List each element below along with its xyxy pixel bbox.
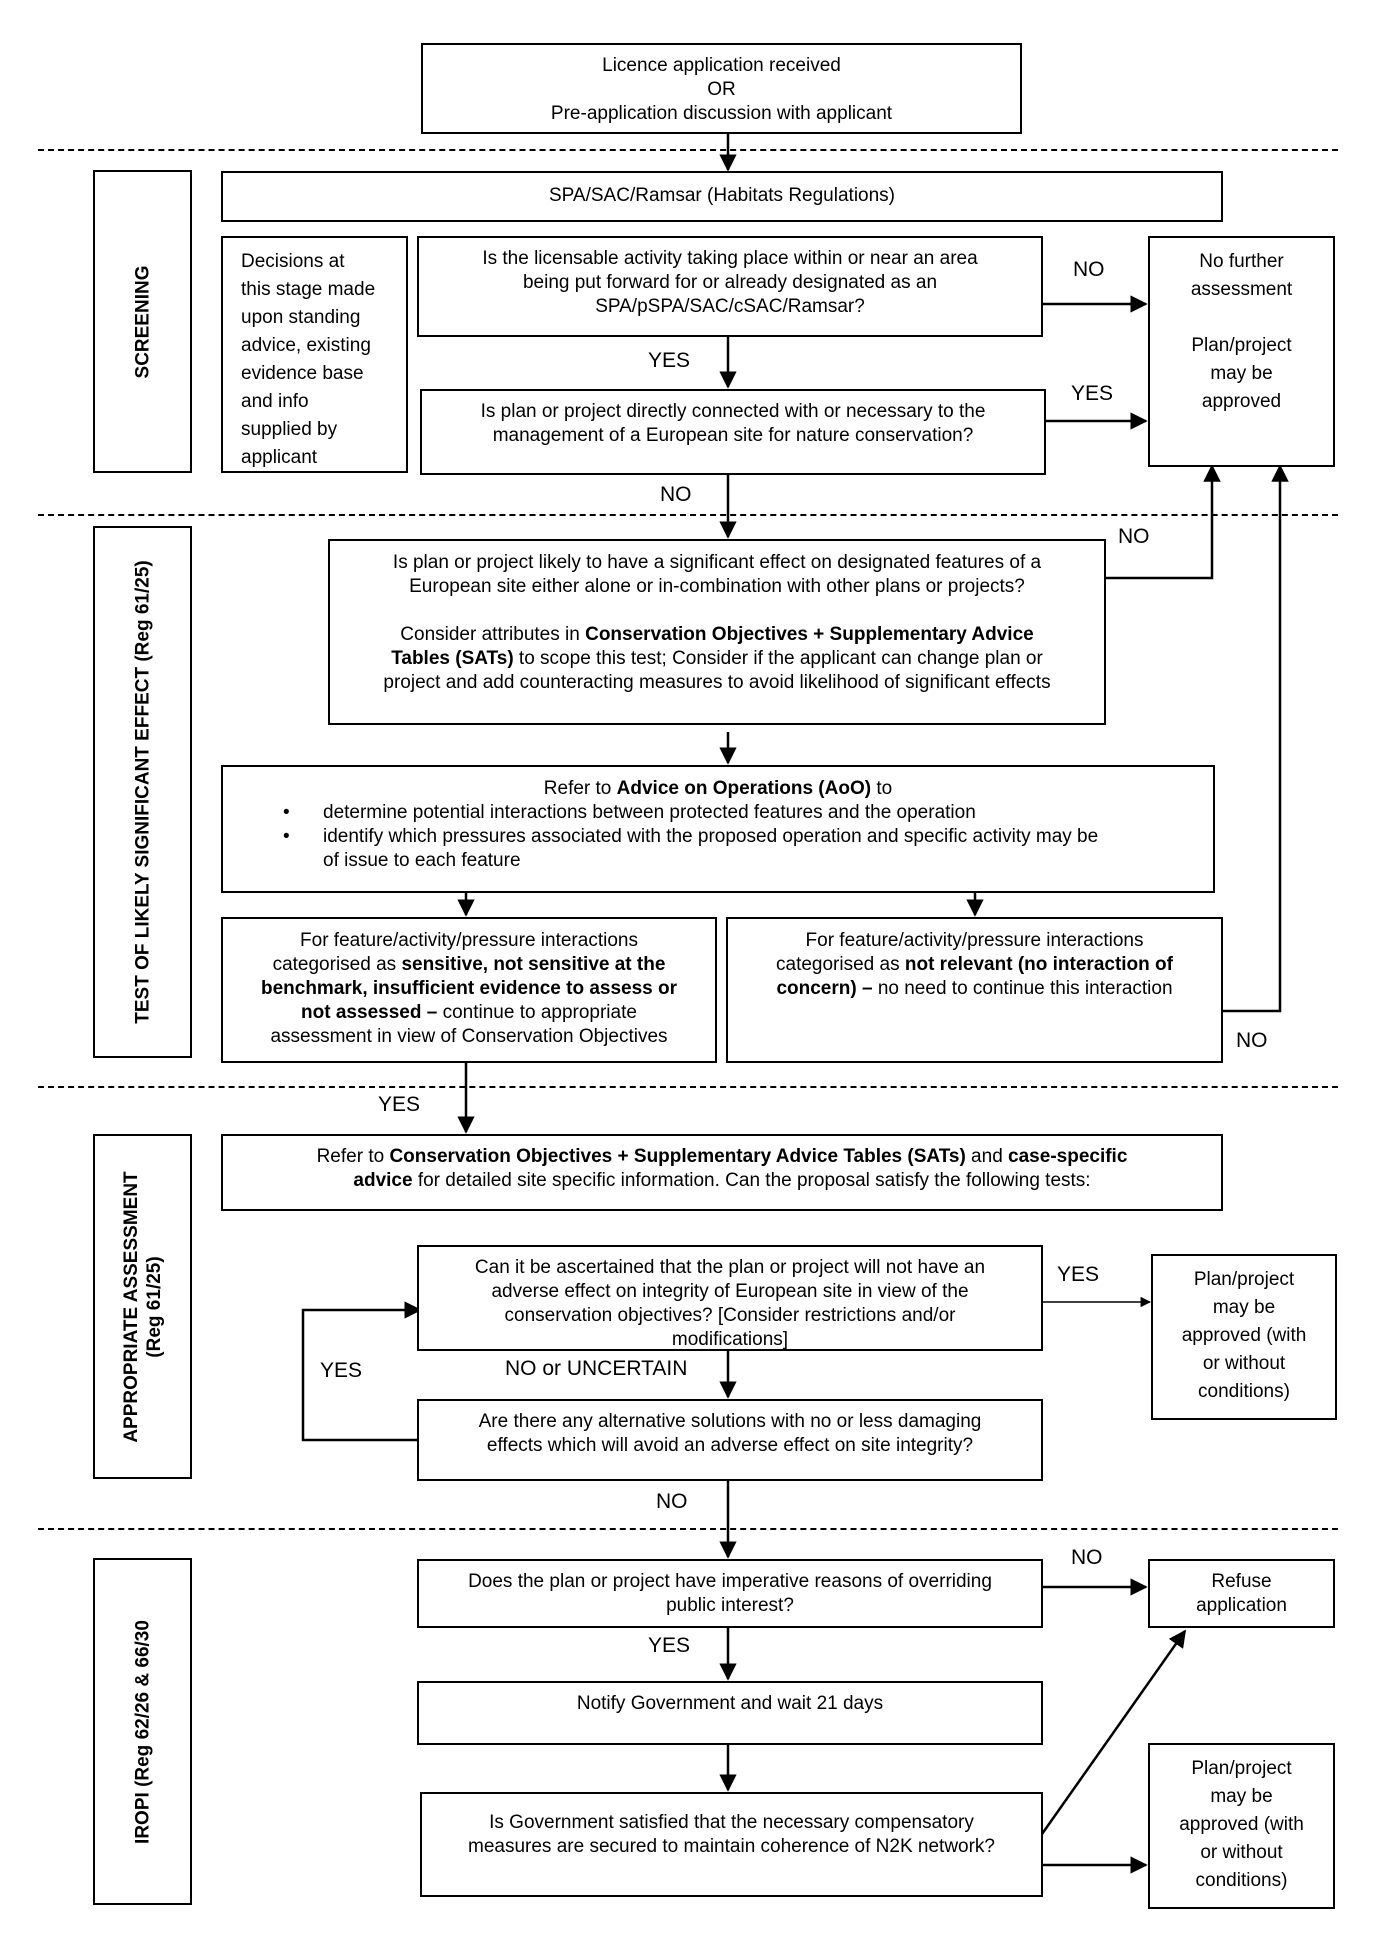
aoo-bullet-1: determine potential interactions between… (283, 801, 1213, 825)
advice-on-operations-box: Refer to Advice on Operations (AoO) to d… (221, 765, 1215, 893)
start-box: Licence application received OR Pre-appl… (421, 43, 1022, 134)
iropi-question-text: Does the plan or project have imperative… (468, 1571, 992, 1616)
connected-question-text: Is plan or project directly connected wi… (480, 401, 986, 446)
approved-with-conditions-text-1: Plan/project may be approved (with or wi… (1181, 1269, 1307, 1402)
stage-screening: SCREENING (93, 170, 192, 473)
refuse-application-box: Refuse application (1148, 1559, 1335, 1628)
arrow-compensatory-to-refuse (1040, 1629, 1187, 1835)
decisions-box: Decisions at this stage made upon standi… (221, 236, 408, 473)
notify-government-text: Notify Government and wait 21 days (576, 1693, 884, 1714)
sensitive-interactions-box: For feature/activity/pressure interactio… (221, 917, 717, 1063)
alternatives-question-text: Are there any alternative solutions with… (478, 1411, 982, 1456)
label-yes-alternatives: YES (320, 1359, 363, 1382)
aa-a: Refer to (316, 1146, 390, 1167)
start-text: Licence application received OR Pre-appl… (550, 55, 893, 124)
label-no-or-uncertain: NO or UNCERTAIN (505, 1357, 688, 1380)
aoo-bullet-2: identify which pressures associated with… (283, 825, 1213, 873)
sens-b: sensitive, not sensitive at the benchmar… (260, 954, 678, 1023)
label-no-iropi: NO (1071, 1546, 1103, 1569)
connected-question-box: Is plan or project directly connected wi… (420, 389, 1046, 475)
aoo-a: Refer to (543, 778, 617, 799)
not-relevant-text: For feature/activity/pressure interactio… (728, 929, 1221, 1001)
stage-appropriate-assessment: APPROPRIATE ASSESSMENT (Reg 61/25) (93, 1134, 192, 1479)
approved-with-conditions-box-1: Plan/project may be approved (with or wi… (1151, 1254, 1337, 1420)
arrow-alternatives-yes-loop (301, 1301, 422, 1442)
lse-consider-a: Consider attributes in (400, 624, 586, 645)
adverse-effect-question-box: Can it be ascertained that the plan or p… (417, 1245, 1043, 1351)
compensatory-measures-question-box: Is Government satisfied that the necessa… (420, 1792, 1043, 1897)
no-further-assessment-box: No further assessment Plan/project may b… (1148, 236, 1335, 467)
aa-e: for detailed site specific information. … (412, 1170, 1091, 1191)
notrel-b: not relevant (no interaction of concern)… (776, 954, 1173, 999)
compensatory-measures-question-text: Is Government satisfied that the necessa… (468, 1812, 995, 1857)
label-no-connected: NO (660, 483, 692, 506)
label-no-near-area: NO (1073, 258, 1105, 281)
alternatives-question-box: Are there any alternative solutions with… (417, 1399, 1043, 1481)
lse-consider-text: Consider attributes in Conservation Obje… (330, 623, 1104, 695)
label-yes-sensitive: YES (378, 1093, 421, 1116)
decisions-text: Decisions at this stage made upon standi… (241, 251, 376, 468)
near-area-question-text: Is the licensable activity taking place … (482, 248, 978, 317)
aoo-heading: Refer to Advice on Operations (AoO) to (223, 777, 1213, 801)
refuse-application-text: Refuse application (1196, 1571, 1287, 1616)
arrow-lse-no-to-nofurther (1104, 464, 1221, 580)
arrow-notrel-to-nofurther (1222, 464, 1289, 1013)
label-yes-adverse: YES (1057, 1263, 1100, 1286)
stage-divider (38, 514, 1338, 516)
aa-b: Conservation Objectives + Supplementary … (389, 1146, 966, 1167)
sens-c: continue to appropriate assessment in vi… (270, 1002, 668, 1047)
appropriate-assessment-box: Refer to Conservation Objectives + Suppl… (221, 1134, 1223, 1211)
near-area-question-box: Is the licensable activity taking place … (417, 236, 1043, 337)
notrel-c: no need to continue this interaction (872, 978, 1173, 999)
aa-c: and (965, 1146, 1009, 1167)
lse-consider-c: Tables (SATs) (391, 648, 514, 669)
sens-a: For feature/activity/pressure interactio… (272, 930, 638, 975)
no-further-text: No further assessment Plan/project may b… (1190, 251, 1293, 412)
approved-with-conditions-box-2: Plan/project may be approved (with or wi… (1148, 1743, 1335, 1909)
stage-divider (38, 149, 1338, 151)
lse-question-box: Is plan or project likely to have a sign… (328, 539, 1106, 725)
lse-question-text: Is plan or project likely to have a sign… (392, 552, 1042, 597)
notify-government-box: Notify Government and wait 21 days (417, 1681, 1043, 1745)
approved-with-conditions-text-2: Plan/project may be approved (with or wi… (1179, 1758, 1304, 1891)
habitats-regulations-box: SPA/SAC/Ramsar (Habitats Regulations) (221, 171, 1223, 222)
label-yes-iropi: YES (648, 1634, 691, 1657)
not-relevant-interactions-box: For feature/activity/pressure interactio… (726, 917, 1223, 1063)
lse-consider-d: to scope this test; Consider if the appl… (383, 648, 1051, 693)
stage-iropi: IROPI (Reg 62/26 & 66/30 (93, 1558, 192, 1905)
habitats-text: SPA/SAC/Ramsar (Habitats Regulations) (549, 185, 895, 206)
label-no-lse: NO (1118, 525, 1150, 548)
lse-consider-b: Conservation Objectives + Supplementary … (585, 624, 1034, 645)
adverse-effect-question-text: Can it be ascertained that the plan or p… (474, 1257, 986, 1350)
aoo-bullet-list: determine potential interactions between… (223, 801, 1213, 873)
iropi-question-box: Does the plan or project have imperative… (417, 1559, 1043, 1628)
aoo-c: to (871, 778, 893, 799)
label-yes-near-area: YES (648, 349, 691, 372)
stage-divider (38, 1528, 1338, 1530)
label-no-alternatives: NO (656, 1490, 688, 1513)
aa-d: case-specific advice (353, 1146, 1128, 1191)
label-yes-connected: YES (1071, 382, 1114, 405)
aoo-b: Advice on Operations (AoO) (616, 778, 872, 799)
notrel-a: For feature/activity/pressure interactio… (776, 930, 1144, 975)
stage-lse: TEST OF LIKELY SIGNIFICANT EFFECT (Reg 6… (93, 526, 192, 1058)
stage-divider (38, 1086, 1338, 1088)
label-no-not-relevant: NO (1236, 1029, 1268, 1052)
aa-text: Refer to Conservation Objectives + Suppl… (223, 1145, 1221, 1193)
sensitive-text: For feature/activity/pressure interactio… (223, 929, 715, 1049)
